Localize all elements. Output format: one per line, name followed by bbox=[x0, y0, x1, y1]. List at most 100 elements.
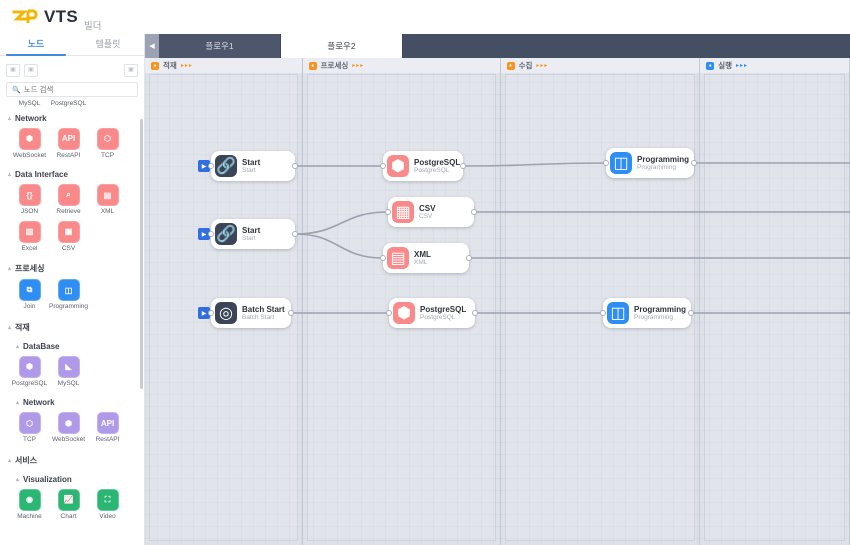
flow-node-output-port[interactable] bbox=[460, 163, 466, 169]
expand-all-button[interactable]: ▣ bbox=[6, 63, 20, 77]
sidebar-tab-templates[interactable]: 템플릿 bbox=[95, 39, 121, 49]
flow-node-title: CSV bbox=[419, 203, 436, 213]
flow-node-output-port[interactable] bbox=[288, 310, 294, 316]
run-node-button[interactable]: ▶ bbox=[198, 307, 210, 319]
lane-실행[interactable]: ●실행▸▸▸ bbox=[700, 58, 850, 545]
flow-node-input-port[interactable] bbox=[380, 163, 386, 169]
sidebar-collapse-button[interactable]: ◀ bbox=[145, 34, 159, 58]
flow-edges bbox=[291, 162, 850, 314]
flow-node-subtitle: CSV bbox=[419, 212, 433, 220]
palette-node-machine[interactable]: ◉Machine bbox=[10, 488, 49, 521]
palette-node-json[interactable]: {}JSON bbox=[10, 184, 49, 216]
flow-node-output-port[interactable] bbox=[292, 163, 298, 169]
flow-edge[interactable] bbox=[294, 233, 384, 259]
flow-node-output-port[interactable] bbox=[471, 209, 477, 215]
node-group-title: Network bbox=[15, 113, 47, 123]
palette-node-tcp[interactable]: ⬡TCP bbox=[88, 127, 127, 160]
flow-node-title: Batch Start bbox=[242, 304, 285, 314]
lane-arrows-icon: ▸▸▸ bbox=[352, 63, 365, 69]
flow-main: ◀ 플로우1 플로우2 ●적재▸▸▸●프로세싱▸▸▸●수집▸▸▸●실행▸▸▸ ▶… bbox=[145, 34, 850, 545]
flow-node-subtitle: Programming bbox=[637, 163, 677, 171]
palette-node-chart[interactable]: 📈Chart bbox=[49, 488, 88, 521]
palette-node-label: TCP bbox=[101, 151, 114, 159]
lane-body[interactable] bbox=[704, 74, 845, 541]
flow-node-output-port[interactable] bbox=[691, 160, 697, 166]
palette-node-websocket[interactable]: ⬢WebSocket bbox=[10, 127, 49, 160]
sidebar-tab-nodes[interactable]: 노드 bbox=[0, 34, 72, 56]
grid-view-button[interactable]: ▣ bbox=[124, 63, 138, 77]
chevron-up-icon: ▴ bbox=[8, 324, 12, 331]
flow-node-input-port[interactable] bbox=[208, 163, 214, 169]
postgresql-icon: ⬢ bbox=[393, 302, 415, 324]
flow-node-input-port[interactable] bbox=[386, 310, 392, 316]
node-group-header[interactable]: ▴적재 bbox=[0, 316, 144, 336]
palette-node-excel[interactable]: ▥Excel bbox=[10, 220, 49, 253]
flow-node-output-port[interactable] bbox=[292, 231, 298, 237]
flow-node-output-port[interactable] bbox=[688, 310, 694, 316]
palette-node-video[interactable]: ⛶Video bbox=[88, 488, 127, 521]
run-node-button[interactable]: ▶ bbox=[198, 160, 210, 172]
palette-node-csv[interactable]: ▦CSV bbox=[49, 220, 88, 253]
flow-edge[interactable] bbox=[294, 211, 389, 235]
lane-header: ●수집▸▸▸ bbox=[500, 58, 700, 73]
collapse-all-button[interactable]: ▣ bbox=[24, 63, 38, 77]
node-group-header[interactable]: ▴Data Interface bbox=[0, 164, 144, 182]
body-row: 노드 템플릿 ▣ ▣ ▣ 🔍 MySQL PostgreSQL bbox=[0, 34, 850, 545]
sidebar-scrollbar-thumb[interactable] bbox=[140, 119, 143, 389]
node-label-postgresql: PostgreSQL bbox=[50, 100, 87, 107]
flow-node-input-port[interactable] bbox=[208, 310, 214, 316]
flow-node-input-port[interactable] bbox=[600, 310, 606, 316]
node-group-header[interactable]: ▴Network bbox=[0, 108, 144, 126]
palette-node-websocket[interactable]: ⬢WebSocket bbox=[49, 412, 88, 444]
node-group-header[interactable]: ▴Visualization bbox=[0, 469, 144, 487]
palette-node-postgresql[interactable]: ⬢PostgreSQL bbox=[10, 355, 49, 388]
flow-node-input-port[interactable] bbox=[380, 255, 386, 261]
search-input[interactable] bbox=[23, 85, 132, 94]
flow-node-output-port[interactable] bbox=[466, 255, 472, 261]
lane-arrows-icon: ▸▸▸ bbox=[180, 63, 193, 69]
programming-icon: ◫ bbox=[607, 302, 629, 324]
node-group-header[interactable]: ▴서비스 bbox=[0, 449, 144, 469]
node-group-header[interactable]: ▴DataBase bbox=[0, 336, 144, 354]
flow-tab-1[interactable]: 플로우1 bbox=[159, 34, 281, 58]
collapse-all-icon: ▣ bbox=[28, 67, 34, 73]
flow-node-input-port[interactable] bbox=[603, 160, 609, 166]
flow-edge[interactable] bbox=[462, 162, 607, 167]
palette-node-mysql[interactable]: ◣MySQL bbox=[49, 355, 88, 388]
flow-tab-2[interactable]: 플로우2 bbox=[281, 34, 403, 58]
palette-node-tcp[interactable]: ⬡TCP bbox=[10, 412, 49, 444]
flow-node-output-port[interactable] bbox=[472, 310, 478, 316]
flow-node-input-port[interactable] bbox=[385, 209, 391, 215]
flow-node-subtitle: PostgreSQL bbox=[420, 313, 456, 321]
search-box[interactable]: 🔍 bbox=[6, 82, 138, 97]
lane-header: ●적재▸▸▸ bbox=[145, 58, 302, 73]
palette-node-programming[interactable]: ◫Programming bbox=[49, 279, 88, 311]
node-group-header[interactable]: ▴프로세싱 bbox=[0, 257, 144, 277]
grid-view-icon: ▣ bbox=[128, 67, 134, 73]
chevron-up-icon: ▴ bbox=[16, 476, 20, 483]
palette-node-xml[interactable]: ▤XML bbox=[88, 184, 127, 216]
flow-node-input-port[interactable] bbox=[208, 231, 214, 237]
restapi-icon: API bbox=[57, 127, 80, 150]
palette-node-retrieve[interactable]: ⌕Retrieve bbox=[49, 184, 88, 216]
node-group-header[interactable]: ▴Network bbox=[0, 392, 144, 410]
run-node-button[interactable]: ▶ bbox=[198, 228, 210, 240]
palette-node-join[interactable]: ⧉Join bbox=[10, 279, 49, 311]
